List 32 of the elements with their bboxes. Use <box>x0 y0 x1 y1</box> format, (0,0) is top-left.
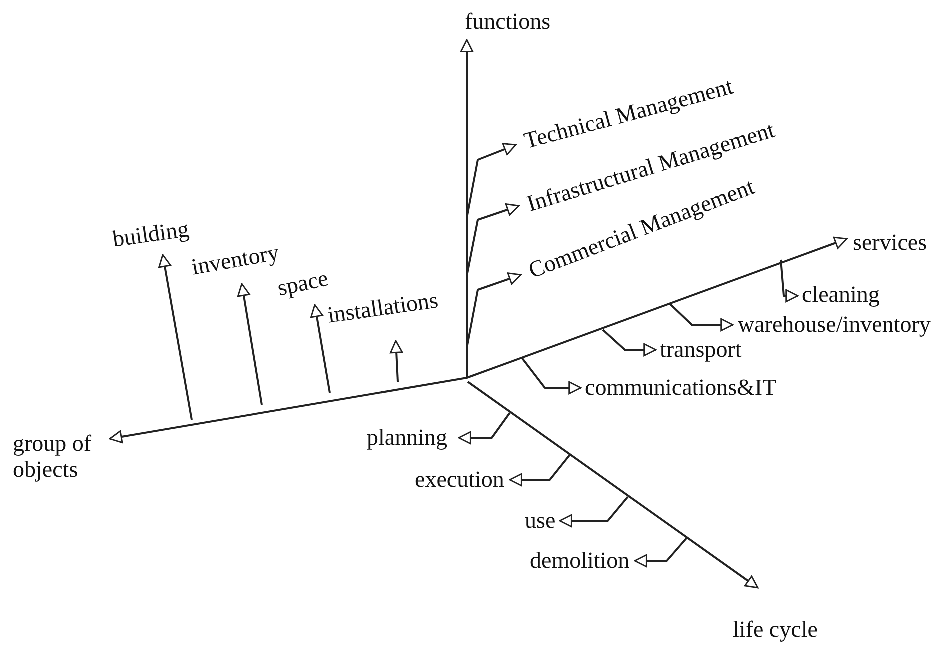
arrow <box>466 143 517 218</box>
arrow <box>559 496 629 528</box>
arrow <box>158 254 193 420</box>
category-label: cleaning <box>802 282 880 308</box>
category-label: functions <box>465 9 551 35</box>
arrow <box>458 412 511 445</box>
arrow <box>466 236 848 379</box>
arrow <box>780 260 799 303</box>
category-label: execution <box>415 467 504 493</box>
arrow <box>467 381 759 589</box>
arrow <box>634 537 688 568</box>
category-label: building <box>111 216 191 253</box>
arrow <box>237 283 263 406</box>
category-label: communications&IT <box>585 375 777 401</box>
arrow <box>669 303 734 332</box>
arrow <box>602 329 657 357</box>
category-label: services <box>853 230 928 256</box>
category-label: life cycle <box>733 617 818 643</box>
arrow <box>466 204 520 276</box>
category-label: warehouse/inventory <box>738 312 931 338</box>
category-label: demolition <box>530 548 630 574</box>
category-label: use <box>525 508 556 534</box>
arrow <box>390 340 404 382</box>
arrow <box>109 377 468 444</box>
arrow <box>466 272 522 348</box>
arrow <box>521 357 582 395</box>
arrow <box>310 304 331 394</box>
category-label: planning <box>367 425 448 451</box>
category-label: group of objects <box>13 431 113 483</box>
arrow <box>460 39 474 378</box>
arrow <box>509 454 571 487</box>
category-label: transport <box>660 337 742 363</box>
